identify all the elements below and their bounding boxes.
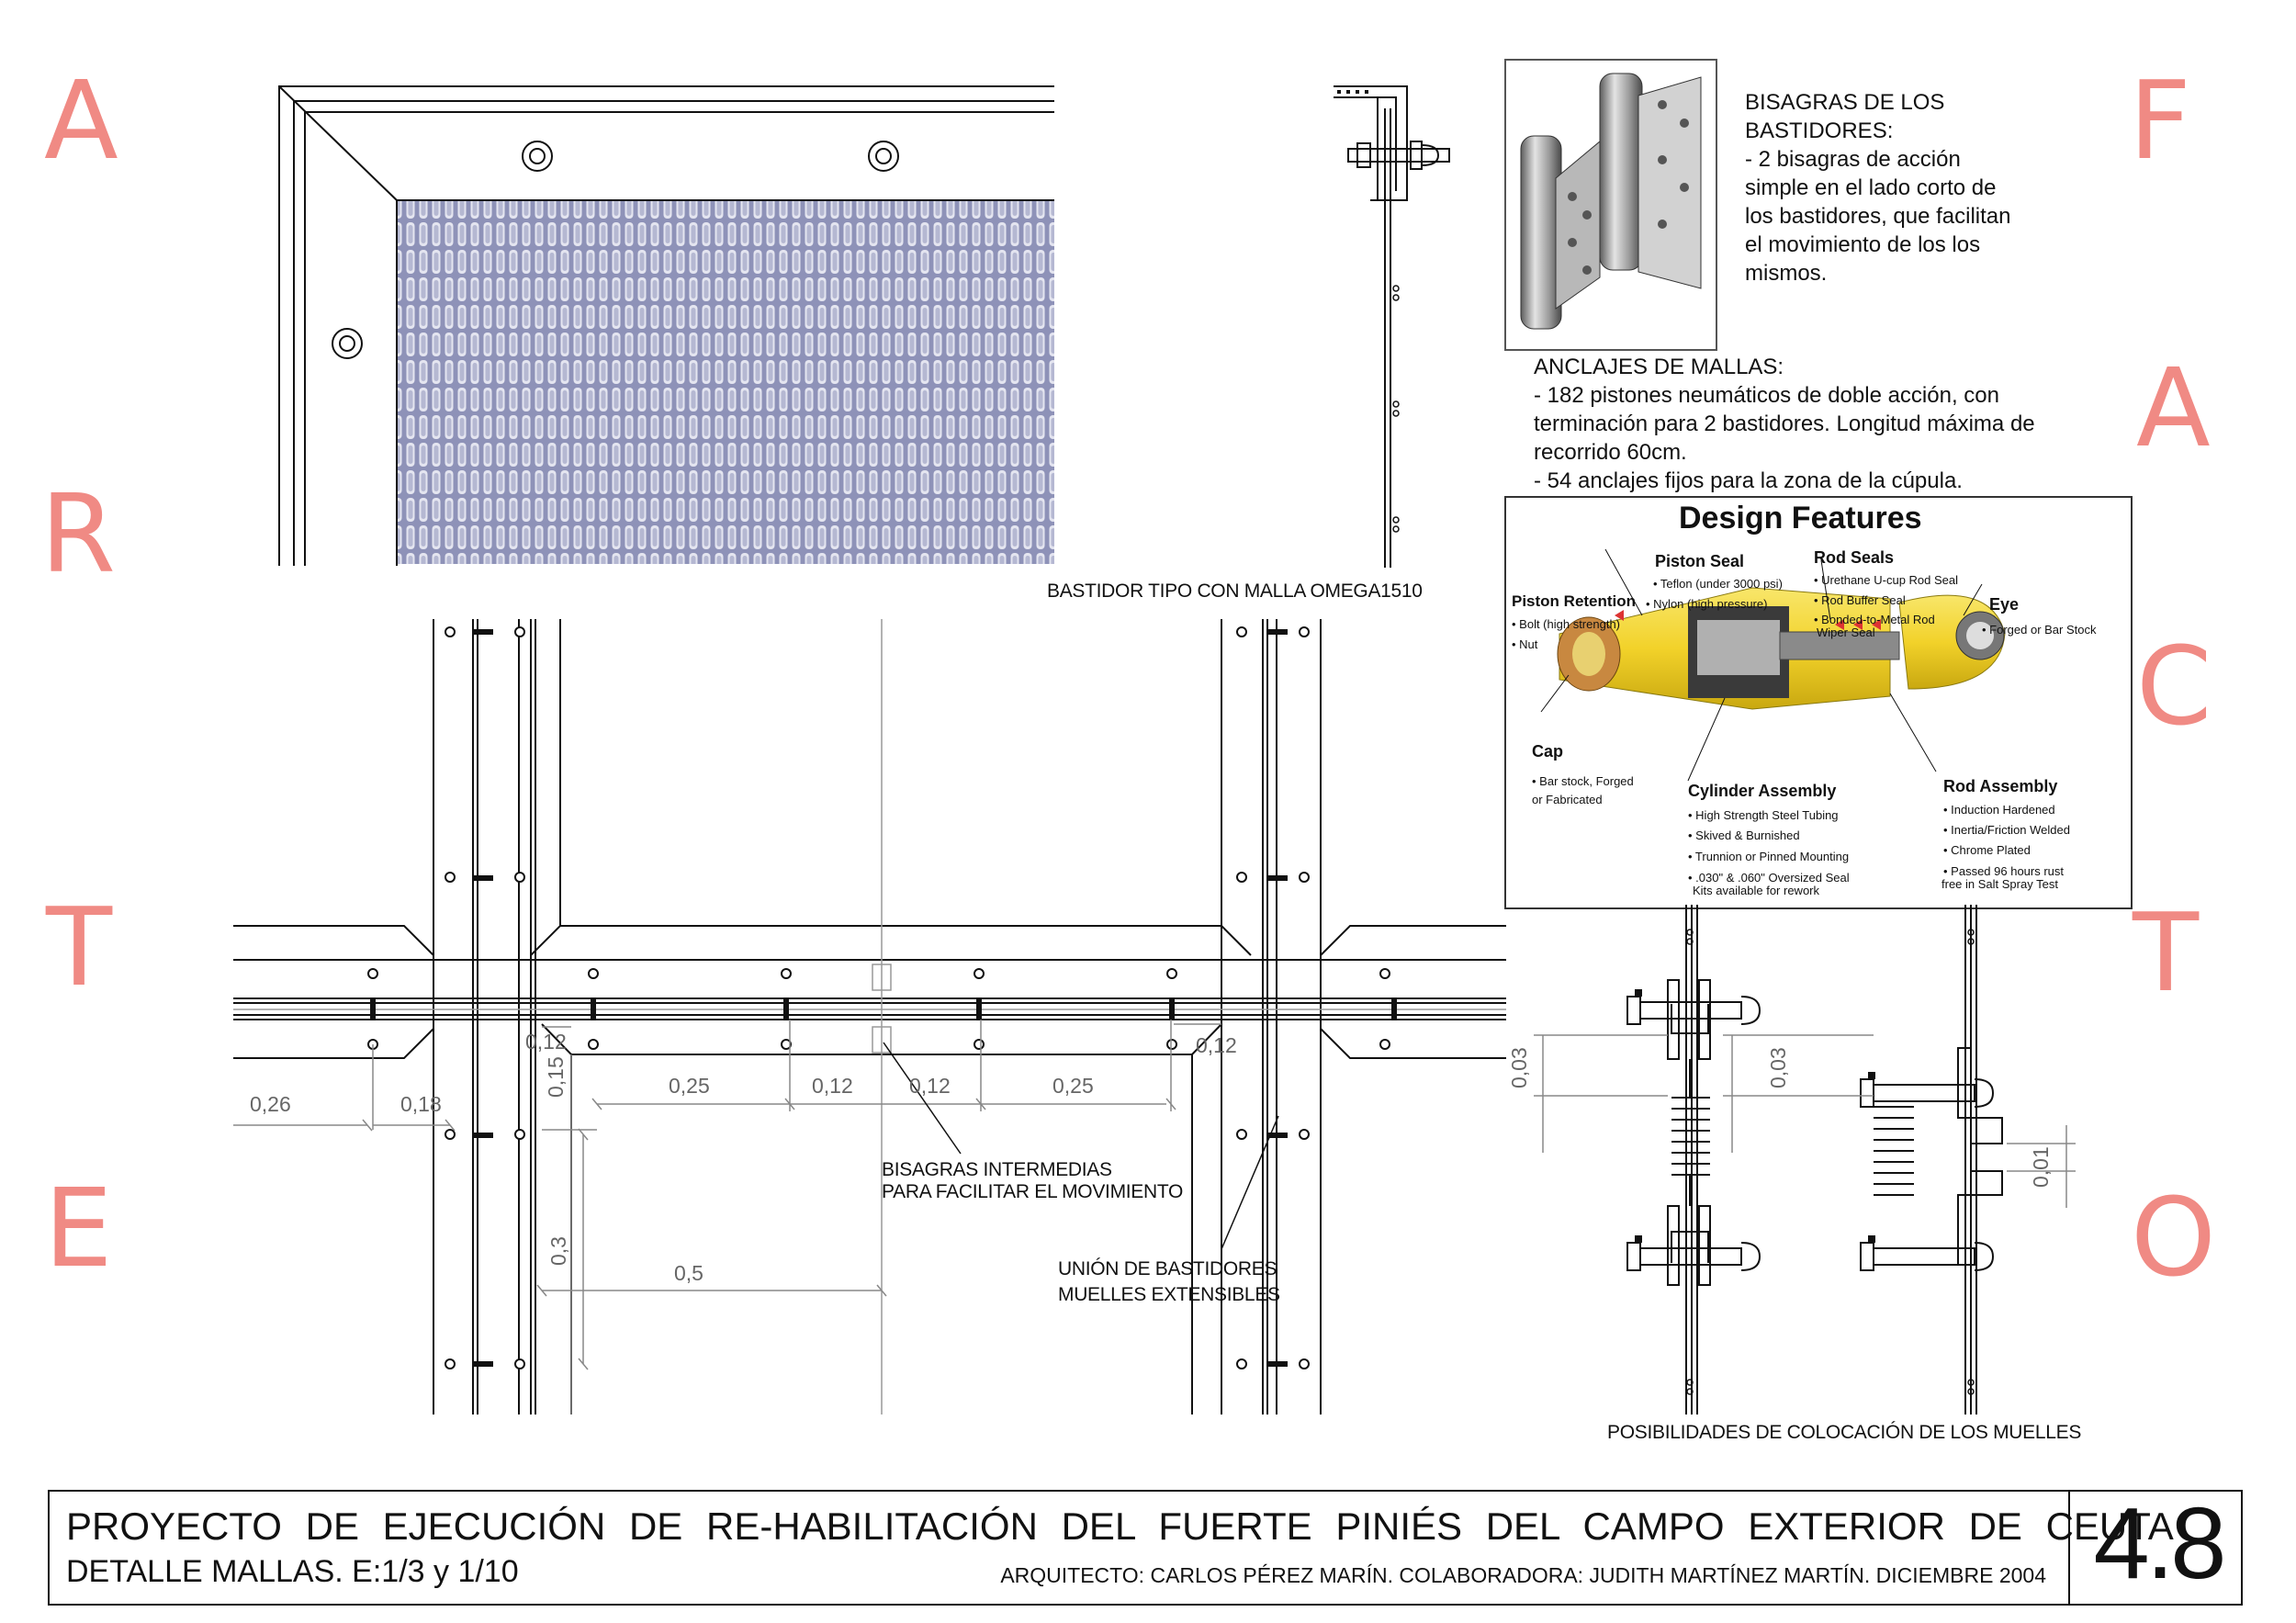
df-retention-2: • Nut: [1512, 637, 1538, 651]
dim-012-d: 0,12: [909, 1074, 951, 1098]
anchors-line-4: - 54 anclajes fijos para la zona de la c…: [1534, 468, 1963, 493]
df-piston-seal-2: • Nylon (high pressure): [1646, 597, 1767, 611]
df-rod-seals-2: • Rod Buffer Seal: [1814, 593, 1906, 607]
hinges-line-2: simple en el lado corto de: [1745, 175, 1997, 200]
df-retention: Piston Retention: [1512, 592, 1636, 610]
hinges-text: BISAGRAS DE LOS BASTIDORES: - 2 bisagras…: [1745, 88, 2011, 287]
hinges-line-1: - 2 bisagras de acción: [1745, 147, 1961, 172]
dim-018: 0,18: [400, 1092, 442, 1116]
df-cylinder: Cylinder Assembly: [1688, 782, 1836, 800]
dim-025-a: 0,25: [669, 1074, 710, 1098]
hinges-line-3: los bastidores, que facilitan: [1745, 204, 2011, 229]
hinges-title-2: BASTIDORES:: [1745, 118, 1894, 143]
frame-section: [1334, 85, 1450, 568]
df-cylinder-2: • Skived & Burnished: [1688, 828, 1800, 842]
df-rod-seals-4: Wiper Seal: [1817, 626, 1875, 639]
df-cylinder-5: Kits available for rework: [1693, 884, 1819, 897]
dim-001: 0,01: [2029, 1146, 2053, 1188]
side-letter-t: T: [46, 884, 113, 1010]
df-piston-seal-1: • Teflon (under 3000 psi): [1653, 577, 1783, 591]
dim-05: 0,5: [674, 1261, 703, 1285]
df-rod-seals-3: • Bonded-to-Metal Rod: [1814, 613, 1935, 626]
df-rod-4: • Passed 96 hours rust: [1943, 864, 2064, 878]
hinges-title-1: BISAGRAS DE LOS: [1745, 90, 1945, 115]
dim-003-b: 0,03: [1766, 1047, 1790, 1088]
anchors-text: ANCLAJES DE MALLAS: - 182 pistones neumá…: [1534, 353, 2035, 495]
side-letter-f: F: [2129, 57, 2191, 184]
project-title: PROYECTO DE EJECUCIÓN DE RE-HABILITACIÓN…: [66, 1505, 2174, 1548]
title-main: PROYECTO DE EJECUCIÓN DE RE-HABILITACIÓN…: [50, 1492, 2174, 1604]
union-note-line-1: UNIÓN DE BASTIDORES: [1058, 1258, 1277, 1279]
anchors-line-2: terminación para 2 bastidores. Longitud …: [1534, 411, 2035, 436]
dim-012-a: 0,12: [525, 1030, 567, 1054]
hinges-note-line-2: PARA FACILITAR EL MOVIMIENTO: [882, 1181, 1184, 1202]
dim-003-a: 0,03: [1507, 1047, 1531, 1088]
df-rod-seals-1: • Urethane U-cup Rod Seal: [1814, 573, 1958, 587]
df-rod-3: • Chrome Plated: [1943, 843, 2031, 857]
df-eye-1: • Forged or Bar Stock: [1982, 623, 2097, 637]
hinges-line-4: el movimiento de los los: [1745, 232, 1981, 257]
dim-012-b: 0,12: [1196, 1033, 1237, 1057]
df-cap-1: • Bar stock, Forged: [1532, 774, 1634, 788]
side-letter-e: E: [44, 1165, 113, 1291]
dim-026: 0,26: [250, 1092, 291, 1116]
dim-012-c: 0,12: [812, 1074, 853, 1098]
design-features-panel: Design Features Piston Seal • Teflon (un…: [1504, 496, 2133, 909]
union-note: UNIÓN DE BASTIDORES MUELLES EXTENSIBLES: [1058, 1257, 1280, 1308]
df-title: Design Features: [1679, 501, 1922, 535]
dim-015: 0,15: [544, 1056, 568, 1098]
sheet-subtitle: DETALLE MALLAS. E:1/3 y 1/10: [66, 1554, 519, 1589]
df-retention-1: • Bolt (high strength): [1512, 617, 1620, 631]
dim-025-b: 0,25: [1052, 1074, 1094, 1098]
df-cylinder-4: • .030" & .060" Oversized Seal: [1688, 871, 1850, 885]
hinges-note-line-1: BISAGRAS INTERMEDIAS: [882, 1159, 1112, 1180]
df-rod-1: • Induction Hardened: [1943, 803, 2055, 817]
side-letter-a2: A: [2136, 344, 2211, 471]
anchors-line-1: - 182 pistones neumáticos de doble acció…: [1534, 383, 1999, 408]
anchors-line-3: recorrido 60cm.: [1534, 440, 1687, 465]
dim-03: 0,3: [546, 1236, 570, 1266]
spring-details: 0,03 0,03 0,01: [1507, 905, 2076, 1414]
hinge-photo: [1504, 59, 1717, 351]
mesh-plan-drawing: 0,12 0,15 0,12 0,26 0,18 0,25 0,12 0,12 …: [233, 619, 1506, 1414]
anchors-title: ANCLAJES DE MALLAS:: [1534, 355, 1784, 379]
frame-mesh-detail: [278, 85, 1054, 566]
side-letter-a: A: [44, 57, 118, 184]
df-cap: Cap: [1532, 742, 1563, 761]
title-block: PROYECTO DE EJECUCIÓN DE RE-HABILITACIÓN…: [48, 1487, 2243, 1606]
springs-caption: POSIBILIDADES DE COLOCACIÓN DE LOS MUELL…: [1607, 1422, 2082, 1443]
side-letter-t2: T: [2133, 889, 2200, 1016]
df-cylinder-1: • High Strength Steel Tubing: [1688, 808, 1839, 822]
frame-caption: BASTIDOR TIPO CON MALLA OMEGA1510: [1047, 580, 1423, 602]
df-eye: Eye: [1989, 595, 2019, 614]
hinges-line-5: mismos.: [1745, 261, 1828, 286]
side-letter-c: C: [2136, 623, 2212, 750]
union-note-line-2: MUELLES EXTENSIBLES: [1058, 1284, 1280, 1305]
df-rod-5: free in Salt Spray Test: [1941, 877, 2058, 891]
credits: ARQUITECTO: CARLOS PÉREZ MARÍN. COLABORA…: [1000, 1563, 2046, 1587]
side-letter-r: R: [40, 470, 116, 597]
df-cylinder-3: • Trunnion or Pinned Mounting: [1688, 850, 1849, 863]
df-rod-seals: Rod Seals: [1814, 548, 1894, 567]
df-piston-seal: Piston Seal: [1655, 552, 1744, 570]
side-letter-o: O: [2131, 1174, 2216, 1301]
hinges-note: BISAGRAS INTERMEDIAS PARA FACILITAR EL M…: [882, 1159, 1183, 1203]
df-cap-2: or Fabricated: [1532, 793, 1603, 806]
df-rod: Rod Assembly: [1943, 777, 2057, 795]
sheet-number: 4.8: [2093, 1487, 2227, 1600]
df-rod-2: • Inertia/Friction Welded: [1943, 823, 2070, 837]
